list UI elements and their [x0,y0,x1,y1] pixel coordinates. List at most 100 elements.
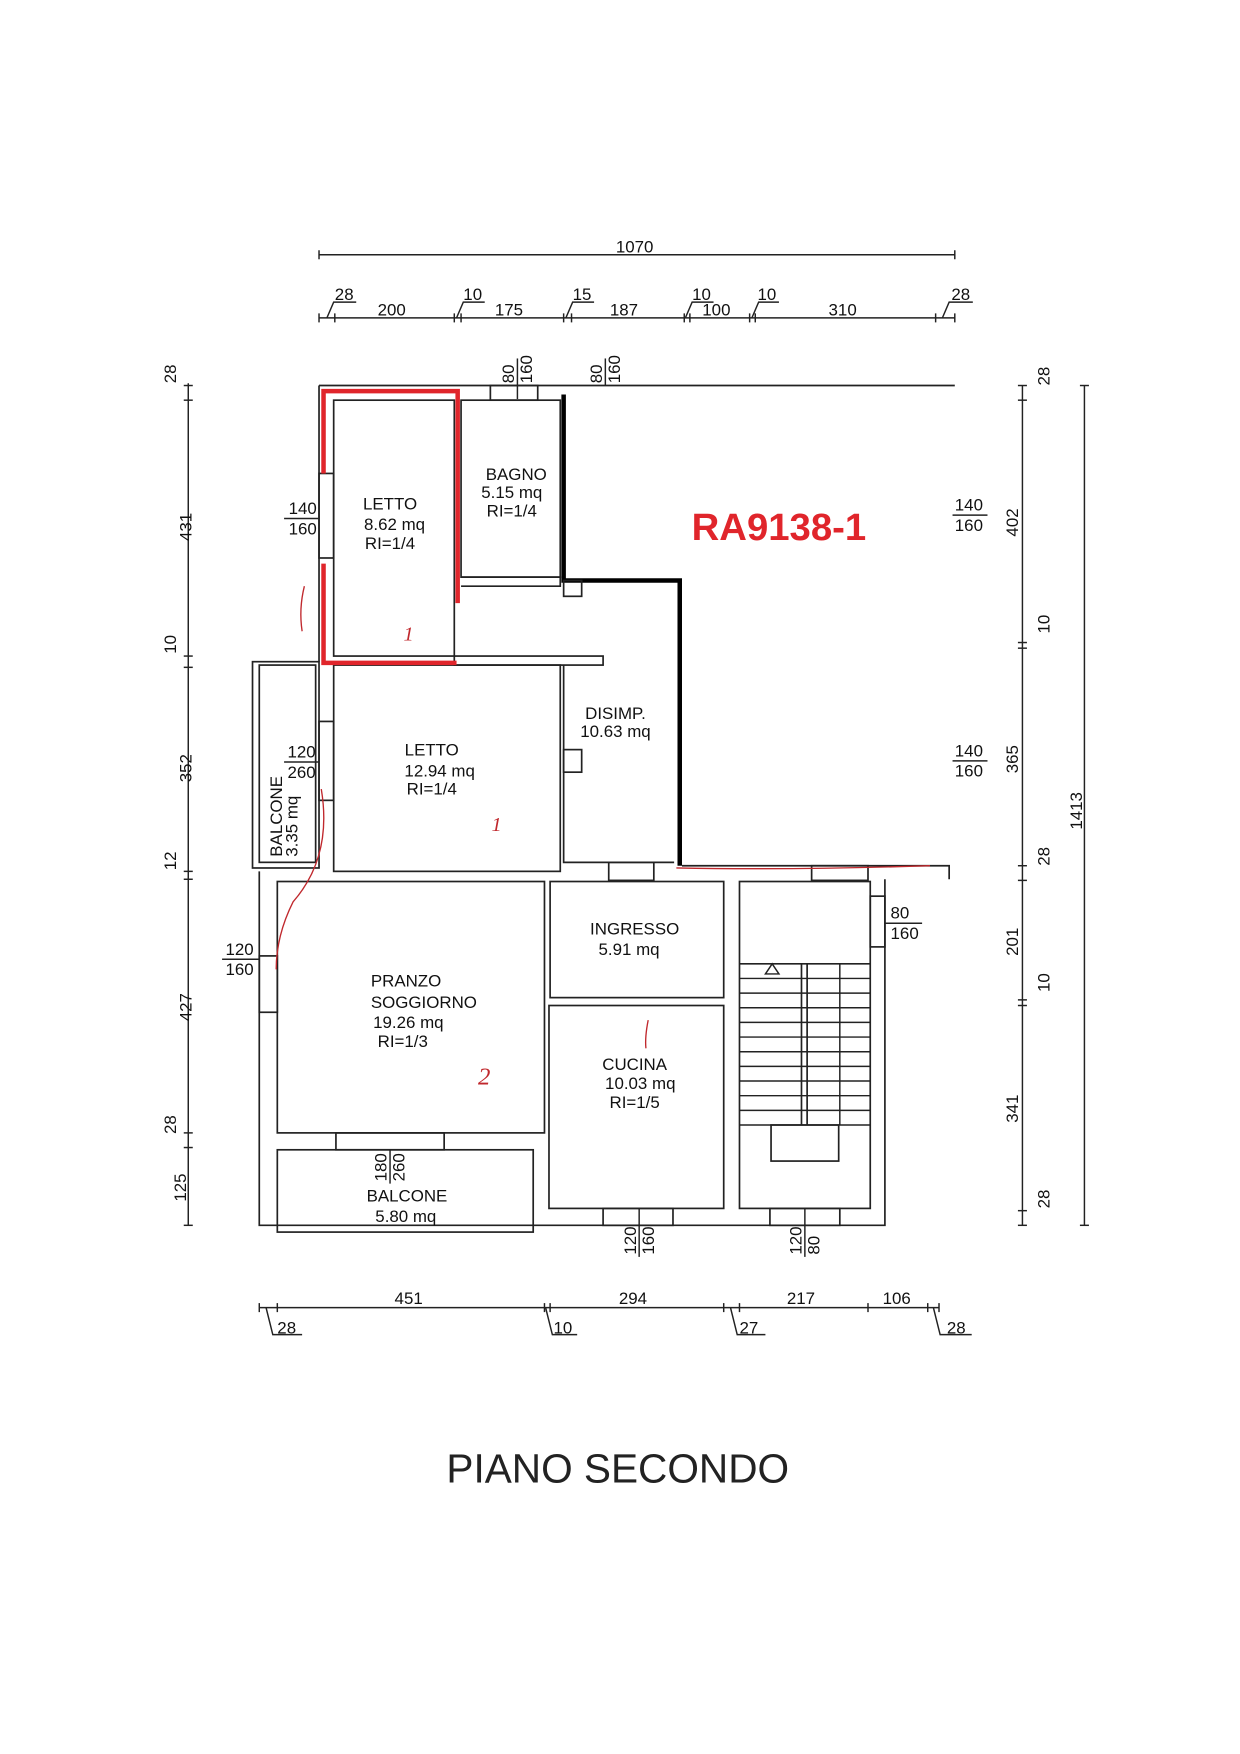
room-cucina: CUCINA 10.03 mq RI=1/5 [602,1055,675,1112]
room-name: LETTO [405,740,459,759]
room-area: 5.80 mq [375,1207,436,1226]
window-top-disimp-w: 80 [587,364,606,383]
dim-top-8: 10 [758,285,777,304]
room-area: 5.15 mq [481,483,542,502]
room-ri: RI=1/4 [365,534,415,553]
room-ri: RI=1/4 [407,780,457,799]
dim-left-6: 28 [161,1115,180,1134]
room-name: BALCONE [267,776,286,857]
room-name-1: PRANZO [371,971,441,990]
room-area: 10.03 mq [605,1074,675,1093]
room-area: 10.63 mq [580,722,650,741]
dim-top-1: 200 [378,301,406,320]
window-cucina-w: 120 [621,1226,640,1254]
room-ingresso: INGRESSO 5.91 mq [590,919,679,958]
room-name: BAGNO [486,465,547,484]
left-dimensions: 28 431 10 352 12 427 28 125 [161,364,196,1227]
dim-right-0: 28 [1034,367,1053,386]
room-ri: RI=1/3 [378,1032,428,1051]
bottom-dimensions: 451 294 217 106 28 10 27 28 [258,1289,972,1338]
top-dimensions: 1070 28 200 10 175 15 187 10 100 10 310 … [318,238,973,323]
room-disimpegno: DISIMP. 10.63 mq [580,704,650,741]
window-stair-bottom-h: 80 [805,1236,824,1255]
dim-left-7: 125 [171,1173,190,1201]
room-letto-2: LETTO 12.94 mq RI=1/4 [404,740,474,798]
dim-bottom-2: 217 [787,1289,815,1308]
window-letto1-h: 160 [289,519,317,538]
dim-left-5: 427 [177,993,196,1021]
room-area: 12.94 mq [404,762,474,781]
window-right-lower-w: 140 [955,741,983,760]
dim-top-9: 310 [829,301,857,320]
window-cucina-h: 160 [639,1226,658,1254]
room-balcone-left: BALCONE 3.35 mq [267,776,302,857]
window-letto2-w: 120 [287,743,315,762]
room-name-2: SOGGIORNO [371,993,477,1012]
room-name: LETTO [363,495,417,514]
window-top-bagno-h: 160 [517,355,536,383]
dim-right-6: 10 [1034,973,1053,992]
annotation-3: 2 [478,1063,490,1090]
room-name: BALCONE [367,1187,448,1206]
window-stair-h: 160 [891,924,919,943]
staircase [738,880,872,1210]
dim-left-1: 431 [177,513,196,541]
dim-bottom-wall-2: 27 [739,1319,758,1338]
dim-left-0: 28 [161,364,180,383]
dim-left-2: 10 [161,635,180,654]
room-letto-1: LETTO 8.62 mq RI=1/4 [363,495,425,553]
window-right-upper-w: 140 [955,496,983,515]
dim-top-10: 28 [951,285,970,304]
annotation-1: 1 [404,623,414,645]
window-stair-bottom-w: 120 [786,1226,805,1254]
dim-top-7: 100 [702,301,730,320]
dim-bottom-wall-0: 28 [277,1319,296,1338]
room-area: 19.26 mq [373,1013,443,1032]
red-highlight [275,388,931,1049]
room-area: 8.62 mq [364,515,425,534]
room-name: CUCINA [602,1055,667,1074]
window-letto2-h: 260 [287,763,315,782]
dim-right-5: 201 [1003,928,1022,956]
balcone-door-w: 180 [372,1153,391,1181]
window-pranzo-h: 160 [225,960,253,979]
window-top-bagno-w: 80 [499,364,518,383]
dim-right-3: 365 [1003,745,1022,773]
floor-title: PIANO SECONDO [446,1445,789,1491]
room-area: 5.91 mq [599,940,660,959]
annotation-2: 1 [491,814,501,836]
dim-bottom-3: 106 [883,1289,911,1308]
dim-total-width: 1070 [616,238,654,257]
dim-right-total: 1413 [1067,792,1086,830]
window-pranzo-w: 120 [225,940,253,959]
dim-top-3: 175 [495,301,523,320]
room-ri: RI=1/5 [610,1093,660,1112]
window-top-disimp-h: 160 [605,355,624,383]
dim-top-5: 187 [610,301,638,320]
stair-direction-arrow-icon [764,962,781,975]
unit-code: RA9138-1 [692,506,867,549]
dim-right-7: 341 [1003,1095,1022,1123]
dim-left-4: 12 [161,851,180,870]
room-balcone-bottom: BALCONE 5.80 mq [367,1187,448,1226]
window-right-upper-h: 160 [955,516,983,535]
dim-right-2: 10 [1034,615,1053,634]
dim-right-8: 28 [1034,1190,1053,1209]
dim-bottom-wall-3: 28 [947,1319,966,1338]
window-letto1-w: 140 [289,499,317,518]
room-name: INGRESSO [590,919,679,938]
dim-top-4: 15 [573,285,592,304]
dim-bottom-0: 451 [395,1289,423,1308]
right-dimensions: 28 402 10 365 28 201 10 341 28 1413 [1003,367,1089,1227]
room-name: DISIMP. [585,704,646,723]
dim-top-2: 10 [463,285,482,304]
dim-top-0: 28 [335,285,354,304]
room-bagno: BAGNO 5.15 mq RI=1/4 [481,465,547,520]
dim-right-1: 402 [1003,508,1022,536]
dim-bottom-wall-1: 10 [553,1319,572,1338]
dim-right-4: 28 [1034,847,1053,866]
window-right-lower-h: 160 [955,762,983,781]
room-area: 3.35 mq [283,796,302,857]
